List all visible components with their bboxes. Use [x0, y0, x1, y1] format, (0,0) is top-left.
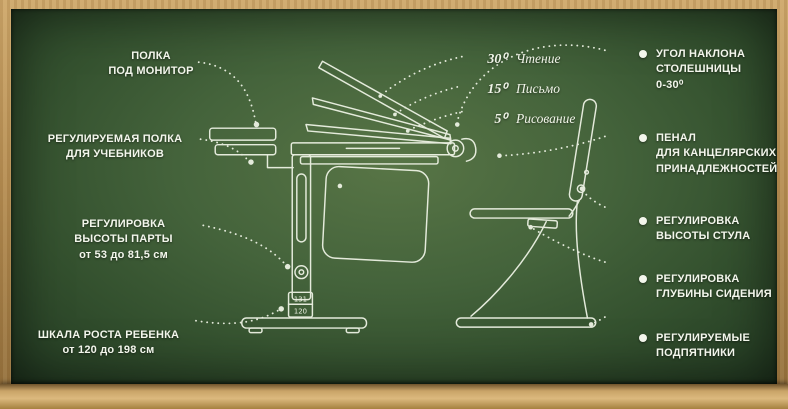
angle-value: 5⁰ — [494, 112, 507, 127]
bullet-icon — [639, 217, 647, 225]
label-line: ГЛУБИНЫ СИДЕНИЯ — [656, 288, 772, 301]
height-scale-bottom-value: 120 — [294, 307, 307, 315]
angle-name: Письмо — [516, 81, 561, 96]
desk-diagram: 131 120 — [195, 44, 606, 334]
label-line: РЕГУЛИРОВКА — [656, 273, 740, 285]
label-line: РЕГУЛИРУЕМАЯ ПОЛКА — [47, 133, 183, 145]
label-line: ПОД МОНИТОР — [108, 65, 194, 78]
label-line: ДЛЯ КАНЦЕЛЯРСКИХ — [656, 147, 777, 160]
angle-row-reading: 30⁰ Чтение — [477, 51, 575, 68]
label-line: ВЫСОТЫ СТУЛА — [656, 230, 751, 243]
label-line: 0-30⁰ — [656, 78, 684, 91]
height-scale-top-value: 131 — [294, 295, 307, 303]
chair-drawing — [455, 98, 598, 328]
label-line: РЕГУЛИРОВКА — [81, 218, 166, 230]
label-line: РЕГУЛИРУЕМЫЕ — [656, 332, 750, 344]
label-line: СТОЛЕШНИЦЫ — [656, 63, 742, 76]
label-monitor-shelf: ПОЛКА ПОД МОНИТОР — [96, 49, 206, 80]
connector-dots — [248, 94, 594, 327]
angle-value: 30⁰ — [487, 52, 507, 67]
label-pencil-case: ПЕНАЛ ДЛЯ КАНЦЕЛЯРСКИХ ПРИНАДЛЕЖНОСТЕЙ — [639, 131, 788, 177]
label-textbook-shelf: РЕГУЛИРУЕМАЯ ПОЛКА ДЛЯ УЧЕБНИКОВ — [36, 132, 194, 163]
angle-name: Чтение — [516, 51, 561, 66]
label-line: РЕГУЛИРОВКА — [656, 215, 740, 227]
chalk-tray — [0, 384, 788, 409]
label-line: ВЫСОТЫ ПАРТЫ — [74, 233, 173, 246]
connector-lines — [195, 44, 606, 325]
label-seat-depth: РЕГУЛИРОВКА ГЛУБИНЫ СИДЕНИЯ — [639, 272, 788, 303]
label-line: ПРИНАДЛЕЖНОСТЕЙ — [656, 162, 778, 175]
bullet-icon — [639, 50, 647, 58]
label-line: УГОЛ НАКЛОНА — [656, 48, 746, 60]
label-tilt-angle: УГОЛ НАКЛОНА СТОЛЕШНИЦЫ 0-30⁰ — [639, 47, 788, 93]
angle-value: 15⁰ — [487, 82, 507, 97]
bullet-icon — [639, 134, 647, 142]
chalkboard: 131 120 ПОЛКА ПОД МОНИТОР РЕГУЛИРУЕМАЯ П… — [11, 9, 777, 384]
tilt-angle-options: 30⁰ Чтение 15⁰ Письмо 5⁰ Рисование — [477, 51, 575, 141]
label-line: от 53 до 81,5 см — [79, 248, 168, 261]
label-line: ДЛЯ УЧЕБНИКОВ — [66, 148, 164, 161]
height-scale-readout: 131 120 — [294, 295, 307, 315]
angle-row-drawing: 5⁰ Рисование — [477, 111, 575, 128]
label-foot-pads: РЕГУЛИРУЕМЫЕ ПОДПЯТНИКИ — [639, 331, 788, 362]
label-growth-scale: ШКАЛА РОСТА РЕБЕНКА от 120 до 198 см — [31, 328, 186, 359]
label-line: от 120 до 198 см — [62, 344, 155, 357]
desk-drawing — [208, 60, 477, 334]
label-line: ПОЛКА — [131, 50, 171, 62]
label-line: ПОДПЯТНИКИ — [656, 347, 736, 360]
angle-row-writing: 15⁰ Письмо — [477, 81, 575, 98]
bullet-icon — [639, 275, 647, 283]
label-chair-height: РЕГУЛИРОВКА ВЫСОТЫ СТУЛА — [639, 214, 788, 245]
label-line: ПЕНАЛ — [656, 132, 696, 144]
label-desk-height: РЕГУЛИРОВКА ВЫСОТЫ ПАРТЫ от 53 до 81,5 с… — [51, 217, 196, 263]
angle-name: Рисование — [516, 111, 576, 126]
label-line: ШКАЛА РОСТА РЕБЕНКА — [37, 329, 180, 341]
bullet-icon — [639, 334, 647, 342]
